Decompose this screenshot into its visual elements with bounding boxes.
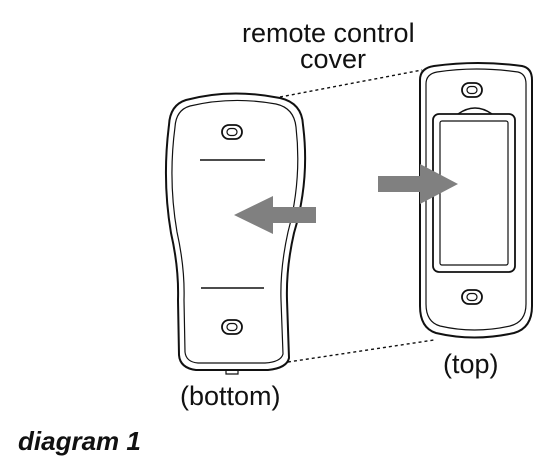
diagram-caption: diagram 1 <box>18 426 141 456</box>
screw-hole-bottom <box>221 319 243 335</box>
leader-line-bottom <box>287 339 435 363</box>
slide-left-arrow <box>234 196 316 234</box>
leader-line-top <box>279 69 423 98</box>
cover-bottom-piece <box>164 92 316 375</box>
screw-hole-top-remote <box>461 82 483 98</box>
label-top: (top) <box>443 349 499 379</box>
label-cover: cover <box>300 44 367 74</box>
slide-right-arrow <box>378 164 458 204</box>
label-bottom: (bottom) <box>180 381 281 411</box>
label-remote-control: remote control <box>242 18 415 48</box>
remote-top-piece <box>378 62 533 339</box>
screw-hole-top <box>221 124 243 140</box>
screw-hole-bottom-remote <box>461 289 483 305</box>
